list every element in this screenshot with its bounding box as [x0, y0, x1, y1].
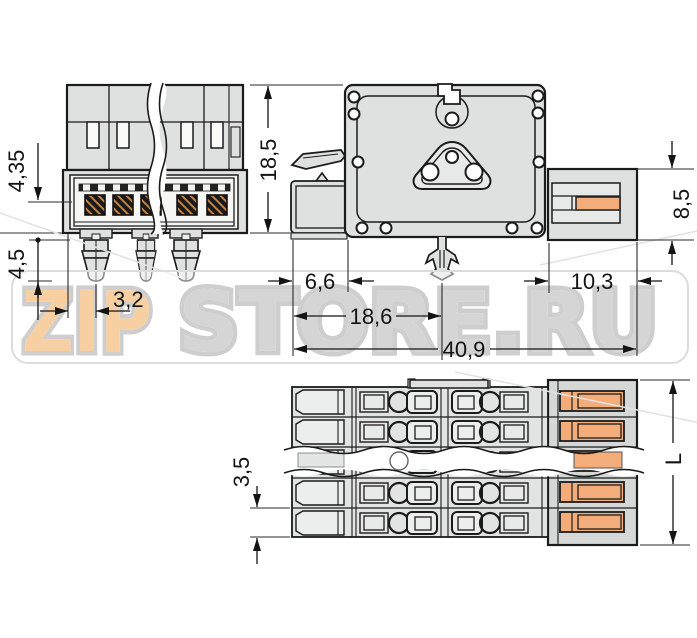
bottom-break-line [283, 445, 645, 478]
dim-label-18-5: 18,5 [256, 139, 281, 182]
watermark: ZIP STORE.RU ZIP STORE.RU [11, 269, 689, 376]
scan-creases [0, 212, 697, 424]
latch-lever [290, 149, 347, 170]
keying-slot [180, 121, 194, 149]
front-view [0, 82, 249, 283]
dim-label-4-5: 4,5 [4, 249, 29, 280]
dim-label-3-2: 3,2 [113, 287, 144, 312]
dim-label-6-6: 6,6 [305, 269, 336, 294]
watermark-store: STORE.RU [178, 273, 658, 371]
dimension-annotations: 4,35 4,5 3,2 18,5 6,6 10,3 [4, 84, 694, 564]
dim-label-8-5: 8,5 [669, 189, 694, 220]
alignment-tab [409, 379, 489, 389]
bottom-view [283, 378, 645, 547]
center-boss [412, 140, 492, 190]
keying-slot [210, 121, 224, 149]
dim-label-40-9: 40,9 [443, 337, 486, 362]
front-break-line [146, 82, 168, 235]
watermark-store-outline: STORE.RU [178, 273, 658, 371]
watermark-zip: ZIP [22, 273, 152, 371]
watermark-panel [11, 270, 689, 364]
keying-slot [116, 121, 130, 149]
dim-label-3-5: 3,5 [229, 457, 254, 488]
orange-contact-bar [575, 196, 621, 211]
dim-label-18-6: 18,6 [350, 304, 393, 329]
dim-label-L: L [661, 453, 686, 465]
keying-slot [86, 121, 100, 149]
dim-label-10-3: 10,3 [571, 269, 614, 294]
side-view [290, 83, 639, 281]
dim-label-4-35: 4,35 [4, 150, 29, 193]
coding-notch [437, 83, 461, 105]
plate-holes [347, 89, 546, 235]
